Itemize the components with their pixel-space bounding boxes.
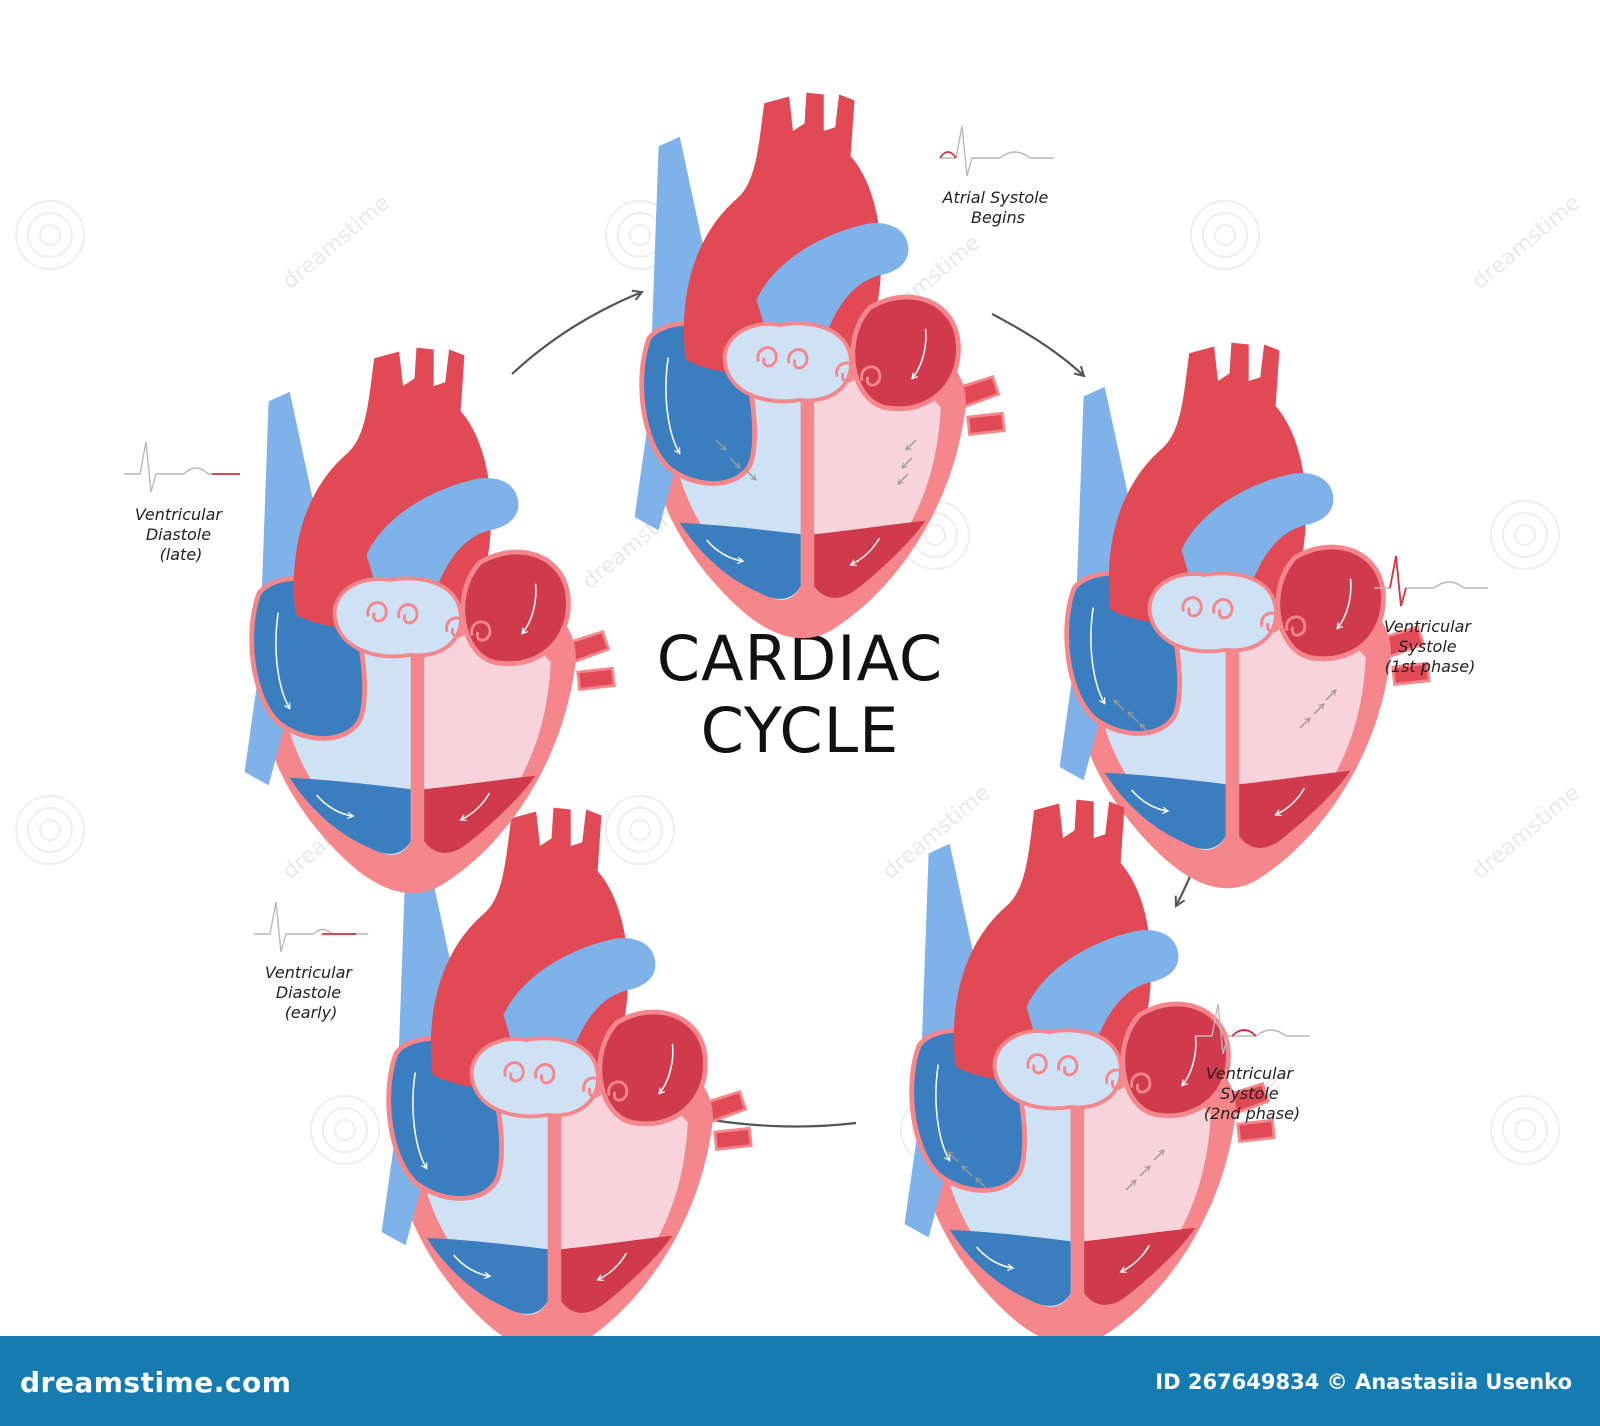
stage-label-line: Begins bbox=[971, 208, 1025, 227]
watermark-text: dreamstime bbox=[1468, 781, 1585, 885]
cycle-arrow bbox=[511, 292, 642, 375]
stage-label-line: Diastole bbox=[276, 983, 341, 1002]
cardiac-cycle-diagram: dreamstime dreamstime dreamstime dreamst… bbox=[15, 0, 1585, 1336]
cycle-arrow bbox=[991, 313, 1084, 376]
heart-stage-5: Ventricular Diastole (late) bbox=[124, 348, 614, 894]
stage-label: Ventricular Diastole (early) bbox=[265, 963, 357, 1022]
stage-label-line: Ventricular bbox=[135, 505, 223, 524]
stage-label-line: Atrial Systole bbox=[942, 188, 1049, 207]
contraction-arrows bbox=[715, 439, 917, 485]
ecg-trace bbox=[124, 441, 240, 493]
contraction-arrows bbox=[1113, 689, 1337, 735]
stage-label: Ventricular Diastole (late) bbox=[135, 505, 227, 564]
ecg-trace bbox=[254, 901, 368, 953]
stage-label: Ventricular Systole (2nd phase) bbox=[1204, 1064, 1300, 1123]
stage-label-line: Ventricular bbox=[1206, 1064, 1294, 1083]
stage-label: Atrial Systole Begins bbox=[942, 188, 1054, 227]
heart-illustration bbox=[635, 93, 1005, 639]
watermark-text: dreamstime bbox=[278, 191, 395, 295]
footer-bar: dreamstime.com ID 267649834 © Anastasiia… bbox=[0, 1336, 1600, 1426]
heart-stage-1: Atrial Systole Begins bbox=[635, 93, 1054, 639]
stage-label-line: Ventricular bbox=[265, 963, 353, 982]
title-line-2: CYCLE bbox=[701, 694, 900, 767]
stage-label: Ventricular Systole (1st phase) bbox=[1384, 617, 1476, 676]
ecg-trace bbox=[1374, 555, 1488, 607]
stage-label-line: Ventricular bbox=[1384, 617, 1472, 636]
footer-image-credit: ID 267649834 © Anastasiia Usenko bbox=[1155, 1370, 1572, 1394]
stage-label-line: (late) bbox=[160, 545, 203, 564]
ecg-trace bbox=[939, 125, 1054, 177]
heart-stage-4: Ventricular Diastole (early) bbox=[254, 808, 751, 1336]
stage-label-line: Systole bbox=[1220, 1084, 1278, 1103]
stage-label-line: Systole bbox=[1398, 637, 1456, 656]
heart-stage-3: Ventricular Systole (2nd phase) bbox=[905, 800, 1310, 1336]
watermark-text: dreamstime bbox=[1468, 191, 1585, 295]
stage-label-line: (1st phase) bbox=[1385, 657, 1476, 676]
stage-label-line: Diastole bbox=[146, 525, 211, 544]
contraction-arrows bbox=[947, 1149, 1165, 1191]
footer-brand-logo[interactable]: dreamstime.com bbox=[20, 1366, 292, 1399]
cycle-arrow bbox=[700, 1118, 857, 1128]
diagram-title: CARDIAC CYCLE bbox=[657, 622, 942, 767]
ecg-trace bbox=[1196, 1003, 1310, 1055]
heart-stage-2: Ventricular Systole (1st phase) bbox=[1060, 343, 1488, 889]
stage-label-line: (2nd phase) bbox=[1204, 1104, 1300, 1123]
stage-label-line: (early) bbox=[285, 1003, 338, 1022]
